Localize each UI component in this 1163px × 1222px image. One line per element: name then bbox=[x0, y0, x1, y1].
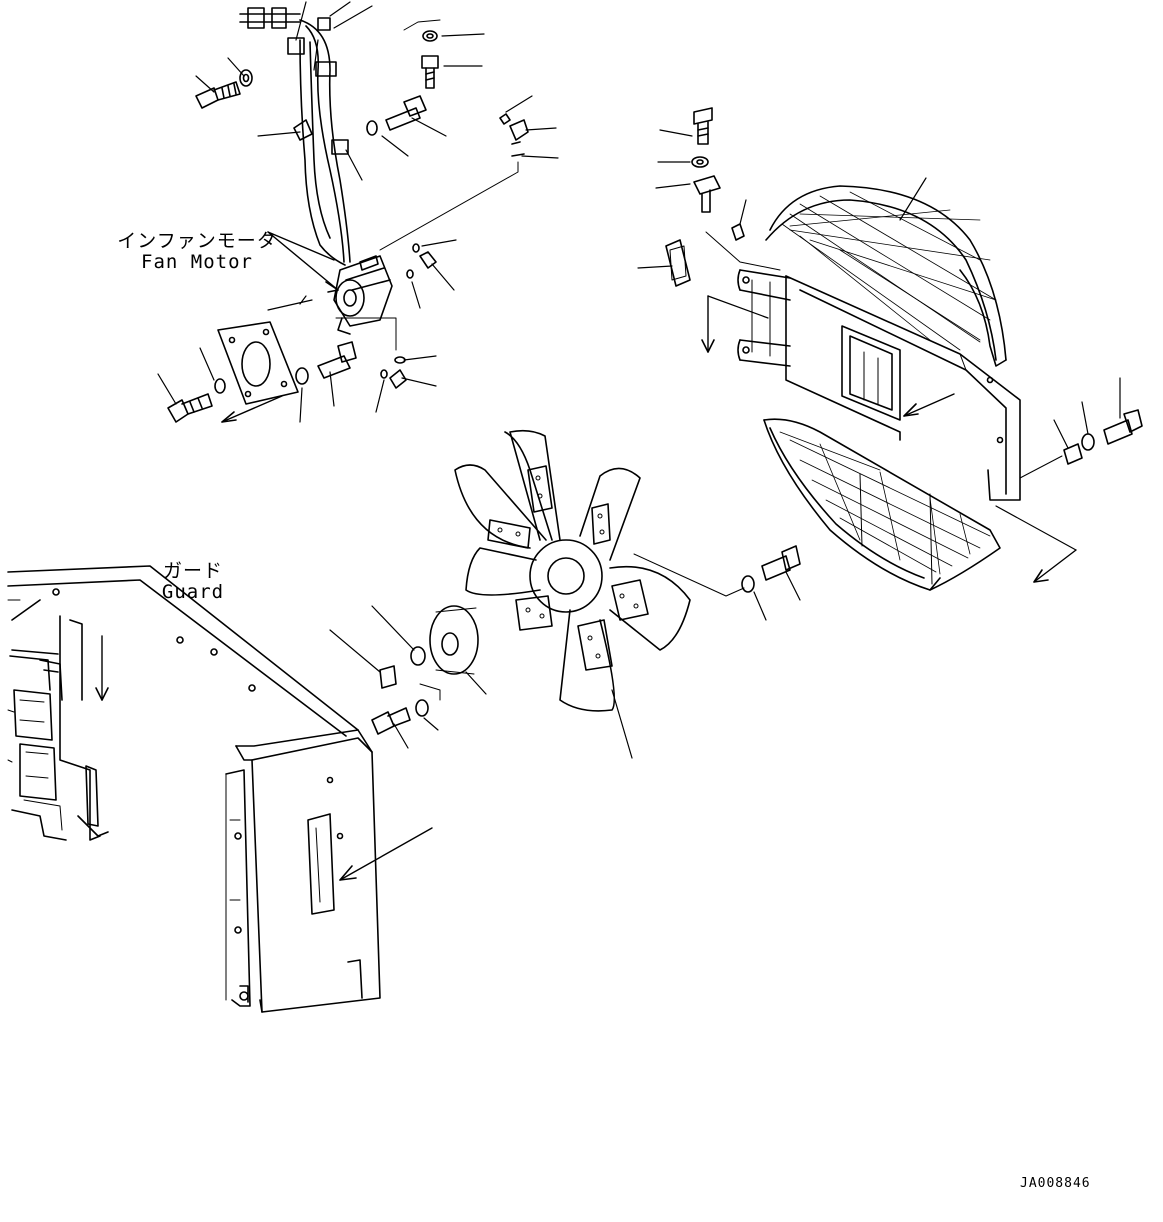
fan-blades bbox=[454, 429, 691, 759]
direction-arrow-top bbox=[403, 19, 441, 31]
guard-label-en: Guard bbox=[161, 581, 225, 603]
lower-fan-guard bbox=[763, 393, 1077, 591]
fan-motor-label: インファンモータ Fan Motor bbox=[112, 231, 282, 273]
fan-hub bbox=[329, 553, 745, 749]
bolt-fan-right bbox=[741, 545, 801, 621]
upper-fan-guard bbox=[765, 177, 1007, 367]
fan-motor-label-en: Fan Motor bbox=[141, 251, 253, 273]
mounting-plate bbox=[199, 321, 299, 405]
bolts-shroud-right bbox=[1019, 377, 1143, 479]
guard-label: ガード Guard bbox=[148, 561, 238, 603]
guard-label-ja: ガード bbox=[162, 560, 223, 582]
bolt-clamp-top-right bbox=[637, 107, 747, 287]
motor-fittings bbox=[267, 239, 457, 413]
guard bbox=[7, 565, 433, 1013]
fan-motor-label-ja: インファンモータ bbox=[117, 230, 277, 252]
fan-shroud-frame bbox=[701, 231, 1021, 501]
bolt-and-washer-top-left bbox=[195, 30, 439, 136]
fan-motor bbox=[267, 231, 393, 335]
bolts-motor-bottom bbox=[157, 341, 357, 423]
hose-assembly bbox=[239, 7, 351, 266]
drawing-id: JA008846 bbox=[1020, 1176, 1091, 1191]
leader-lines-hose bbox=[195, 1, 485, 181]
fittings-center-top bbox=[379, 95, 559, 251]
